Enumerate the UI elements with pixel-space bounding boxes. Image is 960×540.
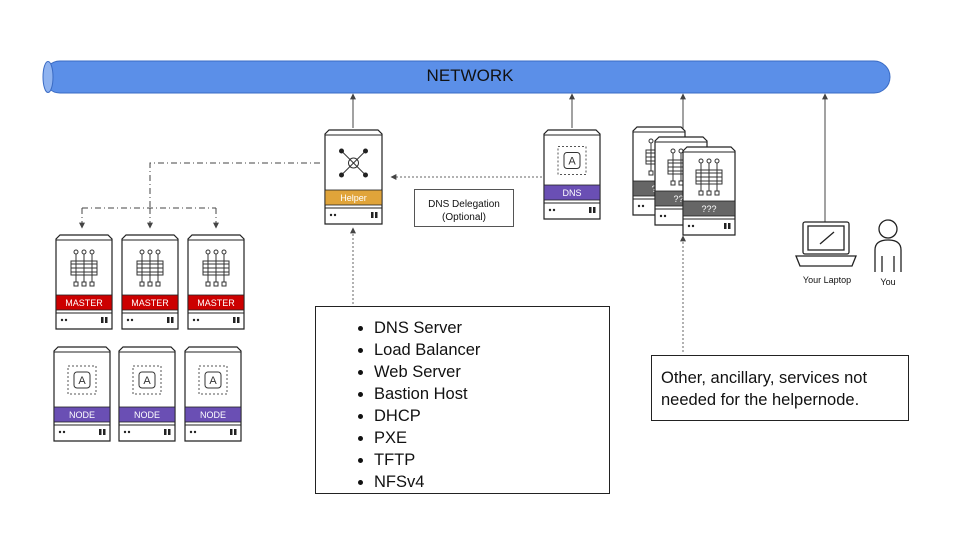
dns-delegation-box: DNS Delegation (Optional) (414, 189, 514, 227)
server-badge-label: NODE (69, 410, 95, 420)
server-badge-label: ??? (701, 204, 716, 214)
helper-node: Helper (324, 129, 383, 225)
ancillary-note-box: Other, ancillary, services not needed fo… (651, 355, 909, 421)
server-badge-label: NODE (134, 410, 160, 420)
dns-node: A DNS (543, 129, 601, 220)
server-badge-label: DNS (562, 188, 581, 198)
server-badge (53, 406, 111, 423)
node-server: A NODE (184, 346, 242, 442)
service-item: DHCP (374, 405, 609, 427)
server-badge (121, 294, 179, 311)
ancillary-server: ??? (682, 146, 736, 236)
server-badge-label: Helper (340, 193, 367, 203)
server-badge (187, 294, 245, 311)
service-item: Web Server (374, 361, 609, 383)
dns-delegation-title: DNS Delegation (428, 199, 500, 210)
services-list: DNS Server Load Balancer Web Server Bast… (316, 307, 609, 493)
helper-server: Helper (324, 129, 383, 225)
network-bus (42, 60, 891, 94)
helper-services-box: DNS Server Load Balancer Web Server Bast… (315, 306, 610, 494)
server-badge-label: MASTER (197, 298, 235, 308)
server-badge-label: ??? (673, 194, 688, 204)
server-badge (55, 294, 113, 311)
server-badge (682, 200, 736, 217)
node-servers: A NODE A NODE A NODE (53, 346, 242, 442)
node-server: A NODE (53, 346, 111, 442)
master-server: MASTER (187, 234, 245, 330)
server-badge (543, 184, 601, 201)
user-icon (874, 219, 902, 272)
server-badge-label: MASTER (65, 298, 103, 308)
svg-text:A: A (78, 375, 86, 387)
service-item: TFTP (374, 449, 609, 471)
node-server: A NODE (118, 346, 176, 442)
service-item: Load Balancer (374, 339, 609, 361)
laptop-icon (795, 221, 857, 267)
server-badge-label: MASTER (131, 298, 169, 308)
server-badge (184, 406, 242, 423)
dns-server: A DNS (543, 129, 601, 220)
service-item: NFSv4 (374, 471, 609, 493)
network-label: NETWORK (426, 66, 514, 85)
svg-text:A: A (143, 375, 151, 387)
ancillary-note-line: needed for the helpernode. (661, 391, 860, 409)
helper-to-masters-links (82, 162, 320, 209)
server-badge (324, 189, 383, 206)
server-badge (118, 406, 176, 423)
svg-text:A: A (209, 375, 217, 387)
dns-delegation-note: (Optional) (442, 212, 486, 223)
ancillary-servers: ????????? (632, 126, 736, 236)
service-item: PXE (374, 427, 609, 449)
user-label: You (880, 277, 896, 287)
service-item: DNS Server (374, 317, 609, 339)
laptop-label: Your Laptop (802, 275, 852, 285)
svg-text:A: A (568, 156, 576, 168)
master-server: MASTER (55, 234, 113, 330)
master-servers: MASTER MASTER MASTER (55, 234, 245, 330)
server-badge-label: NODE (200, 410, 226, 420)
service-item: Bastion Host (374, 383, 609, 405)
ancillary-note-line: Other, ancillary, services not (661, 369, 868, 387)
master-server: MASTER (121, 234, 179, 330)
